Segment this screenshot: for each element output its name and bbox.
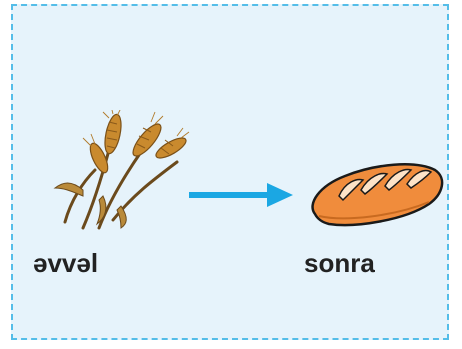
after-label: sonra bbox=[304, 250, 375, 276]
bread-icon bbox=[305, 156, 448, 228]
before-label: əvvəl bbox=[33, 250, 98, 276]
wheat-icon bbox=[43, 110, 193, 230]
diagram-card bbox=[11, 4, 449, 340]
arrow-right-icon bbox=[189, 182, 295, 208]
